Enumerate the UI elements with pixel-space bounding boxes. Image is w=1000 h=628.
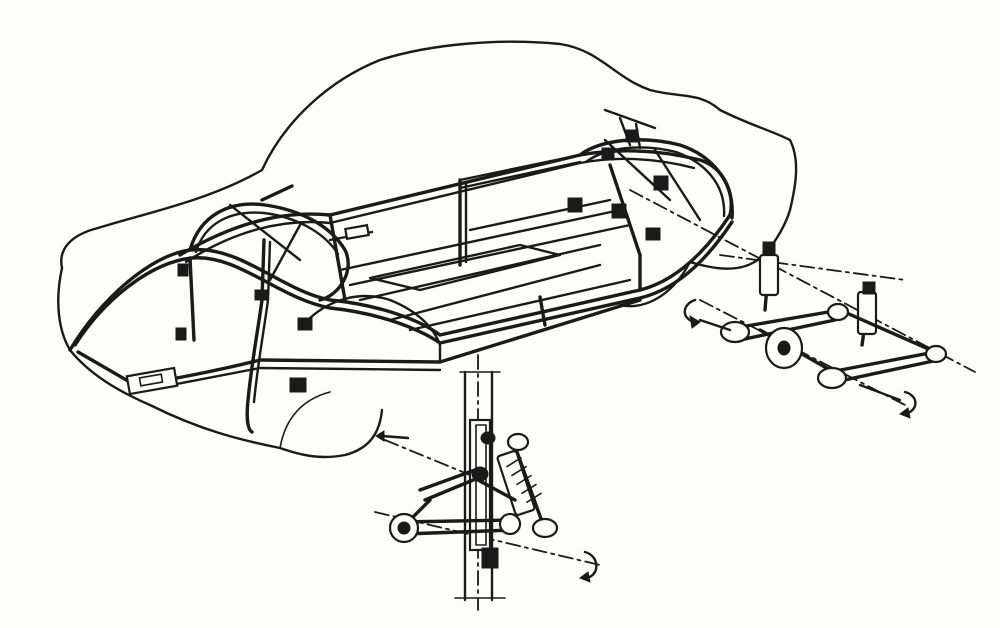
tubular-space-frame: [68, 108, 734, 434]
front-suspension-assembly: [374, 354, 601, 611]
car-body-lower-edge: [57, 266, 384, 459]
car-body-front-arch: [279, 391, 331, 449]
rear-suspension-assembly: [629, 189, 976, 419]
rotation-arrow-icon: [380, 434, 410, 440]
